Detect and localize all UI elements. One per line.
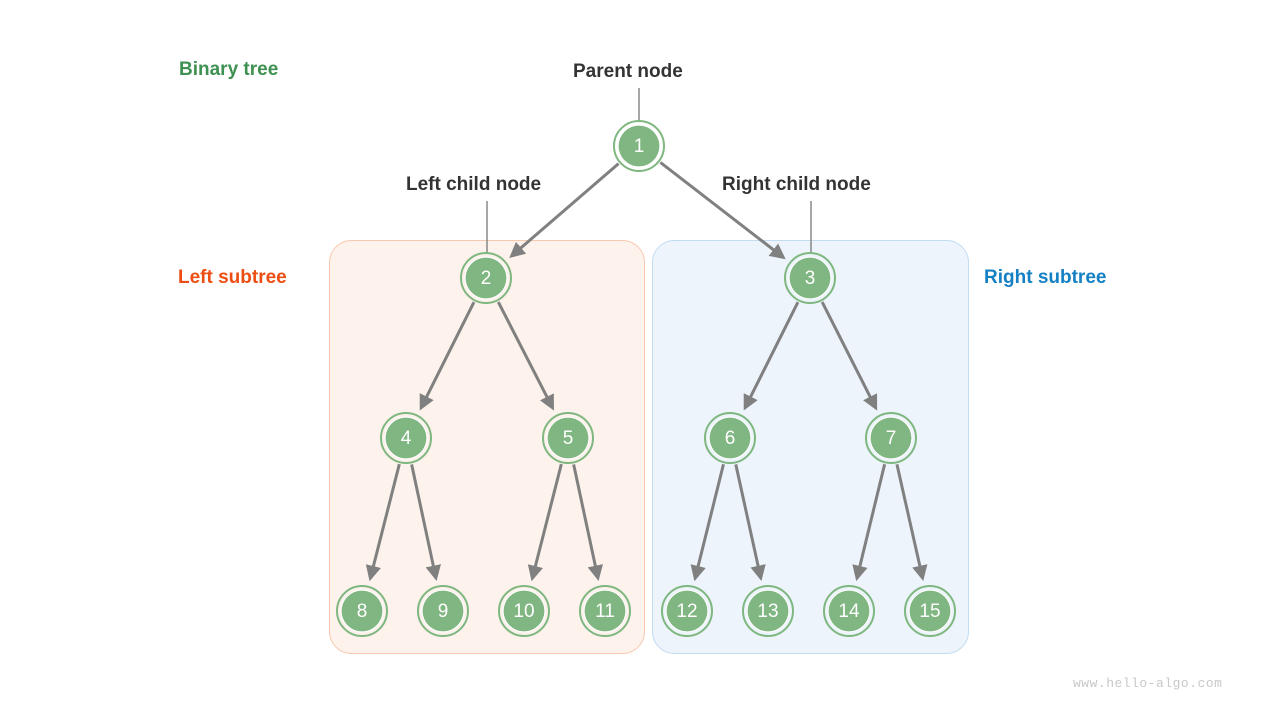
tree-edge-3-7 (820, 301, 878, 411)
tree-edge-6-13 (734, 464, 766, 582)
tree-node-value: 5 (563, 428, 574, 449)
tree-node-5: 5 (542, 412, 594, 464)
tree-node-value: 12 (676, 601, 697, 622)
tree-node-value: 1 (634, 136, 645, 157)
tree-edge-7-15 (895, 464, 928, 582)
tree-node-11: 11 (579, 585, 631, 637)
tree-edge-7-14 (852, 463, 887, 582)
tree-edge-3-6 (743, 301, 800, 411)
tree-edge-2-5 (496, 301, 554, 411)
tree-node-4: 4 (380, 412, 432, 464)
tree-edge-5-11 (572, 464, 603, 581)
tree-edges (365, 161, 928, 582)
watermark: www.hello-algo.com (1073, 676, 1223, 691)
tree-node-value: 4 (401, 428, 412, 449)
tree-edge-2-4 (419, 301, 476, 411)
tree-node-value: 8 (357, 601, 368, 622)
tree-node-2: 2 (460, 252, 512, 304)
right-child-node-label: Right child node (722, 174, 871, 195)
tree-node-13: 13 (742, 585, 794, 637)
tree-node-8: 8 (336, 585, 388, 637)
tree-node-10: 10 (498, 585, 550, 637)
tree-edge-4-9 (410, 464, 441, 581)
left-subtree-label: Left subtree (178, 267, 287, 288)
parent-node-label: Parent node (573, 61, 683, 82)
tree-node-14: 14 (823, 585, 875, 637)
tree-node-12: 12 (661, 585, 713, 637)
tree-node-value: 2 (481, 268, 492, 289)
tree-node-value: 10 (513, 601, 534, 622)
tree-node-7: 7 (865, 412, 917, 464)
tree-node-value: 9 (438, 601, 449, 622)
tree-edge-4-8 (365, 463, 401, 582)
tree-node-value: 15 (919, 601, 940, 622)
tree-node-value: 7 (886, 428, 897, 449)
tree-node-1: 1 (613, 120, 665, 172)
annotation-leader-lines (486, 88, 812, 253)
tree-node-9: 9 (417, 585, 469, 637)
tree-edge-5-10 (527, 463, 563, 582)
tree-edge-1-2 (509, 162, 620, 258)
tree-node-value: 11 (595, 601, 615, 622)
left-child-node-label: Left child node (406, 174, 542, 195)
tree-node-15: 15 (904, 585, 956, 637)
tree-node-value: 14 (838, 601, 860, 622)
tree-node-value: 6 (725, 428, 736, 449)
diagram-title: Binary tree (179, 59, 279, 80)
right-subtree-label: Right subtree (984, 267, 1107, 288)
tree-edge-1-3 (659, 161, 786, 260)
tree-node-value: 3 (805, 268, 816, 289)
tree-edge-6-12 (690, 463, 725, 582)
tree-node-3: 3 (784, 252, 836, 304)
tree-node-6: 6 (704, 412, 756, 464)
subtree-panels (329, 240, 969, 654)
tree-node-value: 13 (757, 601, 778, 622)
